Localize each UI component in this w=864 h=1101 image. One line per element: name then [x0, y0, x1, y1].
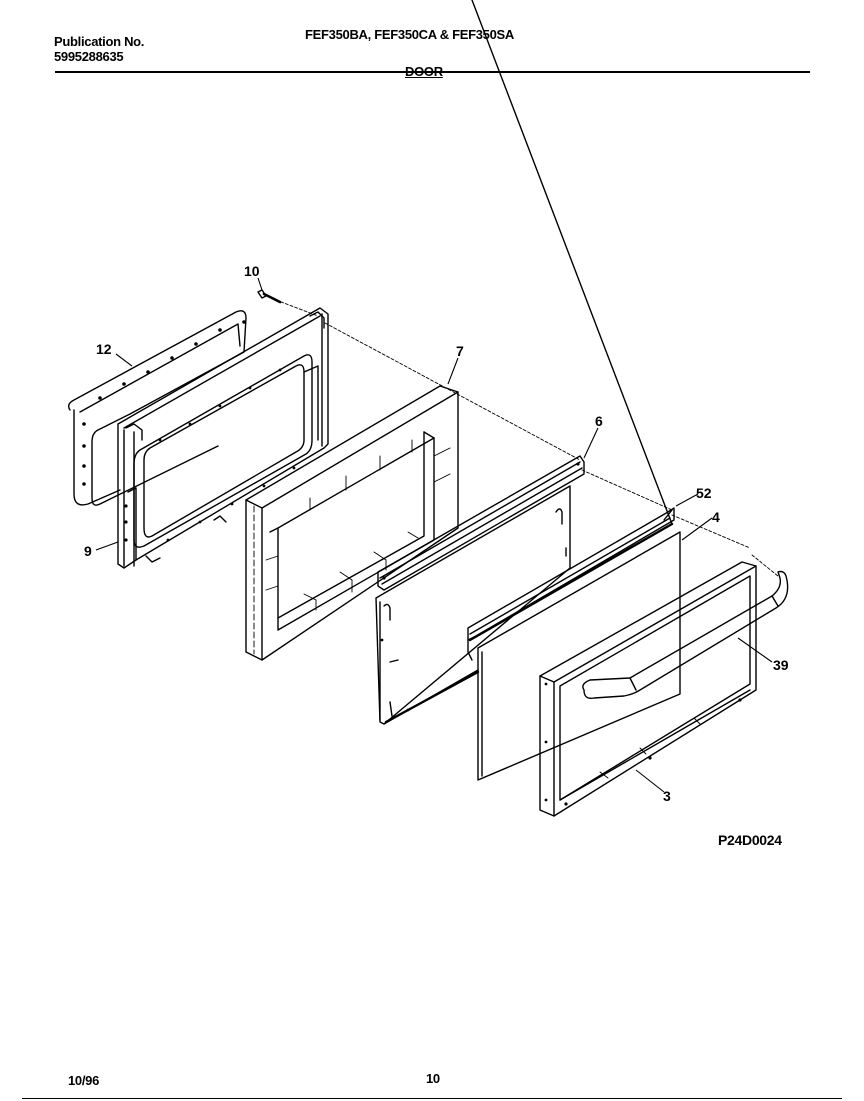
drawing-code: P24D0024 — [718, 832, 782, 848]
handle-part-39 — [582, 570, 789, 700]
callout-52: 52 — [696, 485, 712, 501]
publication-number: 5995288635 — [54, 49, 124, 64]
screw-part-10 — [257, 289, 282, 304]
inner-liner-part-9 — [117, 307, 329, 569]
callout-7: 7 — [456, 343, 464, 359]
publication-label: Publication No. — [54, 34, 145, 49]
callout-9: 9 — [84, 543, 92, 559]
inner-panel-part-6 — [375, 455, 585, 725]
footer-date: 10/96 — [68, 1073, 100, 1088]
callout-3: 3 — [663, 788, 671, 804]
callout-6: 6 — [595, 413, 603, 429]
footer-divider — [22, 1098, 842, 1099]
outer-glass-part-4 — [477, 531, 681, 781]
callout-4: 4 — [712, 509, 720, 525]
gasket-part-12 — [67, 310, 247, 506]
insulation-part-7 — [245, 385, 459, 661]
outer-frame-part-3 — [539, 561, 757, 817]
retainer-channel-part-52 — [467, 0, 675, 661]
header-divider — [55, 71, 810, 73]
callout-10: 10 — [244, 263, 260, 279]
callout-12: 12 — [96, 341, 112, 357]
page-number: 10 — [426, 1071, 440, 1086]
model-numbers: FEF350BA, FEF350CA & FEF350SA — [305, 27, 514, 42]
callout-39: 39 — [773, 657, 789, 673]
